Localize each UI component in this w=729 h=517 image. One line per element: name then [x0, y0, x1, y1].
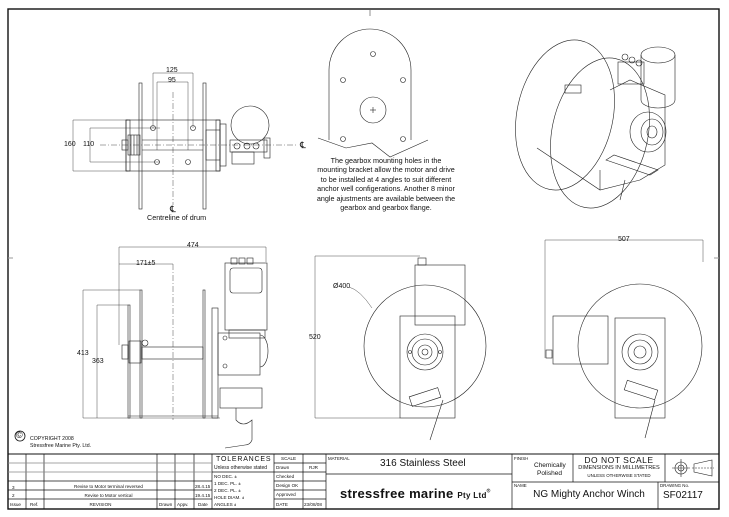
bracket-note: The gearbox mounting holes in the mounti… — [316, 156, 456, 213]
material-label: MATERIAL — [328, 456, 350, 461]
drawn-value: RJR — [309, 465, 318, 470]
header-date: Date — [198, 502, 208, 507]
third-angle-projection-icon — [672, 459, 714, 477]
scale-label: SCALE — [281, 456, 297, 461]
centreline-symbol: ℄ — [170, 204, 176, 214]
dim-413: 413 — [77, 350, 89, 357]
drawing-title: NG Mighty Anchor Winch — [533, 489, 645, 500]
dim-125: 125 — [166, 67, 178, 74]
copyright-line2: Stressfree Marine Pty. Ltd. — [30, 443, 92, 449]
do-not-scale: DO NOT SCALE — [584, 455, 654, 465]
finish-label: FINISH — [514, 456, 529, 461]
revision-issue: 2 — [12, 493, 15, 498]
header-issue: Issue — [10, 502, 21, 507]
title-block-grid — [8, 453, 719, 509]
copyright-circle — [14, 430, 26, 442]
centreline-symbol-right: ℄ — [300, 140, 306, 150]
centreline-label: Centreline of drum — [147, 213, 207, 222]
revision-text: Revise to Motor terminal reversed — [74, 484, 143, 489]
company-suffix: Pty Ltd — [457, 491, 487, 500]
dim-95: 95 — [168, 77, 176, 84]
drawn-label: Drawn — [276, 465, 290, 470]
header-revision: REVISION — [89, 502, 112, 507]
dim-507: 507 — [618, 236, 630, 243]
side-view — [82, 246, 269, 449]
checked-label: Checked — [276, 474, 295, 479]
header-drawn: Drawn — [159, 502, 173, 507]
tolerances-subtitle: Unless otherwise stated — [214, 465, 268, 471]
company-name: stressfree marine — [340, 486, 454, 501]
revision-date: 28.4.15 — [195, 484, 211, 489]
units-line2: UNLESS OTHERWISE STATED — [587, 473, 651, 478]
revision-issue: 3 — [12, 485, 15, 490]
top-view — [72, 72, 298, 210]
name-label: NAME — [514, 483, 527, 488]
dim-474: 474 — [187, 242, 199, 249]
units-line1: DIMENSIONS IN MILLIMETRES — [578, 465, 660, 471]
tolerance-row: NO DEC. ± — [214, 474, 237, 479]
finish-line2: Polished — [537, 470, 562, 477]
isometric-view — [515, 39, 676, 209]
tolerance-row: 1 DEC. PL. ± — [214, 481, 241, 486]
bracket-view — [317, 10, 429, 158]
registered-mark: ® — [486, 488, 491, 495]
dim-160: 160 — [64, 141, 76, 148]
date-label: DATE — [276, 502, 288, 507]
rear-view — [544, 239, 704, 439]
dim-171: 171±5 — [136, 260, 156, 267]
company-logo: stressfree marine Pty Ltd® — [340, 486, 491, 501]
drawing-no-label: DRAWING No. — [660, 483, 690, 488]
copyright-symbol: © — [16, 430, 23, 440]
material-value: 316 Stainless Steel — [380, 458, 466, 469]
approved-label: Approved — [276, 492, 296, 497]
finish-line1: Chemically — [534, 462, 566, 469]
header-appv: Appv. — [177, 502, 189, 507]
drawing-number: SF02117 — [663, 490, 703, 501]
dim-110: 110 — [83, 141, 95, 148]
tolerances-title: TOLERANCES — [216, 456, 272, 463]
tolerance-row: HOLE DIAM. ± — [214, 495, 245, 500]
copyright-line1: COPYRIGHT 2008 — [30, 436, 74, 442]
tolerance-row: 2 DEC. PL. ± — [214, 488, 241, 493]
date-value: 23/08/08 — [304, 502, 322, 507]
dim-diameter-400: Ø400 — [333, 283, 351, 290]
dim-520: 520 — [309, 334, 321, 341]
revision-date: 19.4.15 — [195, 493, 211, 498]
tolerance-row: ANGLES ± — [214, 502, 237, 507]
sheet-border — [7, 8, 720, 510]
design-ok-label: Design OK — [276, 483, 299, 488]
header-ref: Ref. — [30, 502, 39, 507]
revision-text: Revise to Motor vertical — [84, 493, 133, 498]
dim-363: 363 — [92, 358, 104, 365]
front-view — [314, 255, 487, 441]
